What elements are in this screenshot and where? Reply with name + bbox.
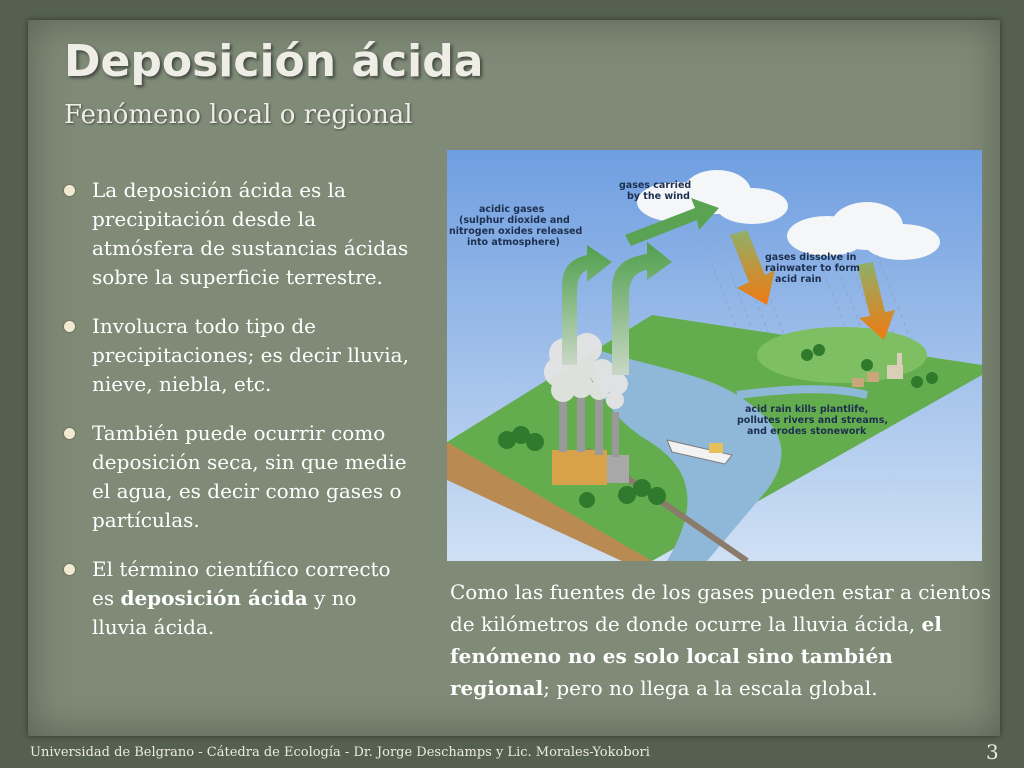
rising-gases-arrow-icon [612, 242, 672, 375]
bullet-text: La deposición ácida es la precipitación … [92, 178, 409, 289]
cloud-icon [787, 202, 940, 260]
village-icon [852, 353, 903, 387]
acid-rain-arrow-icon [857, 262, 895, 340]
rising-gases-arrow-icon [562, 245, 612, 365]
acid-rain-diagram-svg: acidic gases (sulphur dioxide and nitrog… [447, 150, 982, 561]
label-acidic-gases: acidic gases [479, 204, 545, 215]
label-gases-carried: gases carried [619, 180, 691, 191]
label-gases-dissolve: gases dissolve in [765, 252, 857, 263]
trees [498, 344, 938, 508]
bullet-item: Involucra todo tipo de precipitaciones; … [60, 312, 410, 399]
label-acid-rain-effects: acid rain kills plantlife, [745, 404, 868, 415]
bullet-dot-icon [64, 564, 75, 575]
label-gases-dissolve: acid rain [775, 274, 822, 285]
bullet-item: El término científico correcto es deposi… [60, 555, 410, 642]
bullet-item: También puede ocurrir como deposición se… [60, 419, 410, 535]
label-gases-dissolve: rainwater to form [765, 263, 860, 274]
wind-arrow-icon [625, 198, 719, 246]
ship-icon [666, 439, 733, 465]
label-acid-rain-effects: and erodes stonework [747, 426, 867, 437]
stream [736, 385, 868, 399]
figure-caption: Como las fuentes de los gases pueden est… [450, 576, 995, 704]
bullet-dot-icon [64, 321, 75, 332]
footer-text: Universidad de Belgrano - Cátedra de Eco… [30, 745, 650, 760]
label-acidic-gases: into atmosphere) [467, 237, 560, 248]
bullet-text: Involucra todo tipo de precipitaciones; … [92, 314, 409, 396]
slide-title: Deposición ácida [64, 36, 484, 87]
bullet-text: También puede ocurrir como deposición se… [92, 421, 407, 532]
bullet-item: La deposición ácida es la precipitación … [60, 176, 410, 292]
label-acidic-gases: nitrogen oxides released [449, 226, 582, 237]
page-number: 3 [986, 740, 999, 764]
bullet-text-before: El término científico correcto es [92, 557, 391, 610]
label-acid-rain-effects: pollutes rivers and streams, [737, 415, 888, 426]
label-gases-carried: by the wind [627, 191, 690, 202]
caption-text-bold: el fenómeno no es solo local sino tambié… [450, 612, 942, 700]
label-acidic-gases: (sulphur dioxide and [459, 215, 570, 226]
hill [757, 327, 927, 383]
land-edge [447, 442, 652, 561]
bullet-text-after: y no lluvia ácida. [92, 586, 357, 639]
caption-text-before: Como las fuentes de los gases pueden est… [450, 580, 991, 636]
slide-subtitle: Fenómeno local o regional [64, 100, 413, 130]
acid-rain-arrow-icon [730, 230, 775, 305]
caption-text-after: ; pero no llega a la escala global. [543, 676, 878, 700]
bullet-dot-icon [64, 428, 75, 439]
bullet-list: La deposición ácida es la precipitación … [60, 176, 410, 662]
factory-icon [552, 395, 629, 485]
bullet-text-bold: deposición ácida [120, 586, 308, 610]
acid-rain-diagram: acidic gases (sulphur dioxide and nitrog… [447, 150, 982, 561]
bullet-dot-icon [64, 185, 75, 196]
